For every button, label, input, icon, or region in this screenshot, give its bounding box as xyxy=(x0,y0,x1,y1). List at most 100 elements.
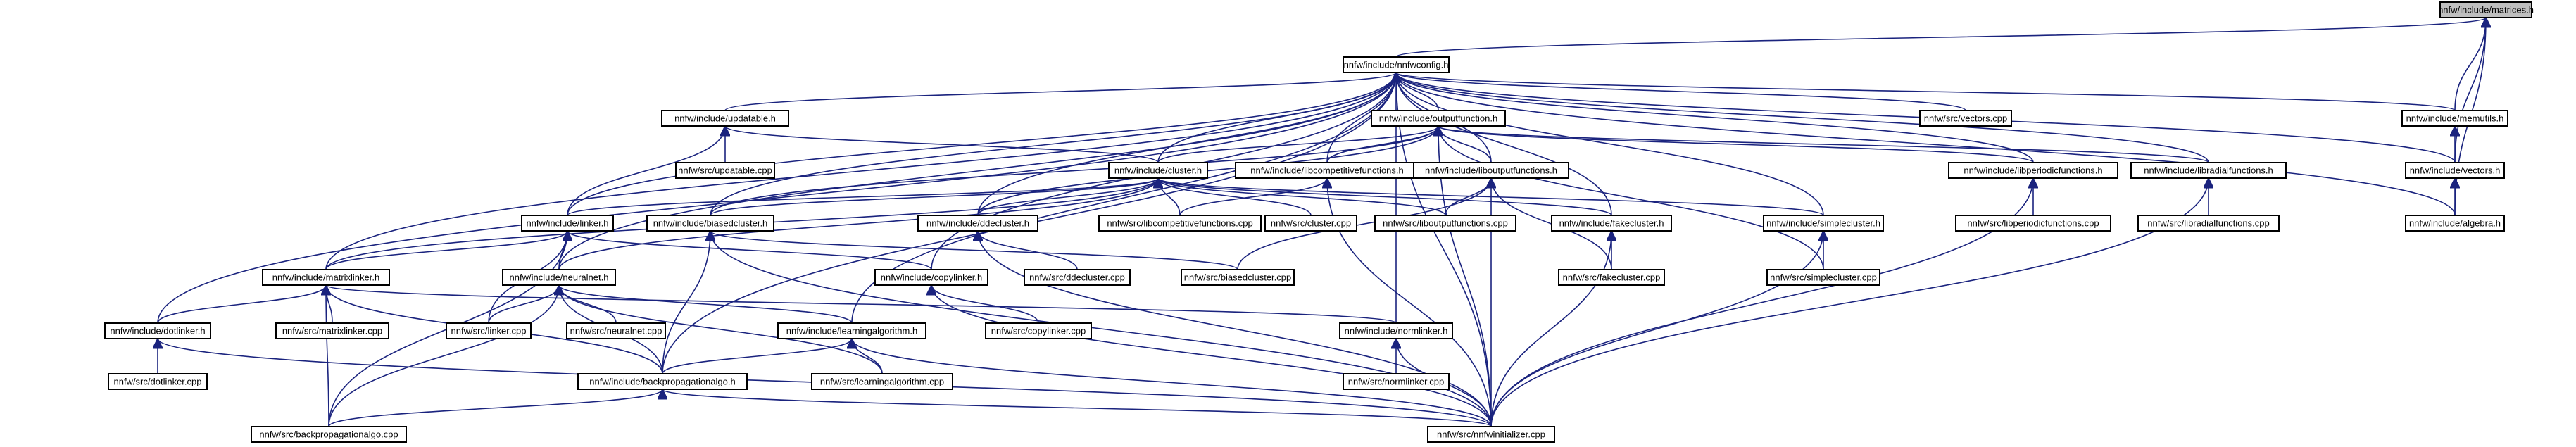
node-ddecluster-cpp[interactable]: nnfw/src/ddecluster.cpp xyxy=(1024,269,1131,286)
edge-biasedcluster-h-to-biasedcluster-cpp xyxy=(710,230,1238,270)
node-label: nnfw/src/libperiodicfunctions.cpp xyxy=(1967,218,2099,229)
edge-neuralnet-h-to-linker-cpp xyxy=(488,284,559,324)
edge-backpropagationalgo-h-to-backpropagationalgo-cpp xyxy=(328,389,662,427)
edge-cluster-h-to-liboutputfunctions-cpp xyxy=(1158,177,1446,216)
node-backpropagationalgo-cpp[interactable]: nnfw/src/backpropagationalgo.cpp xyxy=(251,426,407,443)
node-nnfwconfig-h[interactable]: nnfw/include/nnfwconfig.h xyxy=(1343,56,1450,73)
node-box xyxy=(108,373,208,390)
node-box xyxy=(2137,215,2280,232)
node-box xyxy=(1948,162,2118,179)
node-libcompetitivefunctions-h[interactable]: nnfw/include/libcompetitivefunctions.h xyxy=(1235,162,1419,179)
node-label: nnfw/include/normlinker.h xyxy=(1345,326,1448,336)
node-box xyxy=(675,162,775,179)
node-cluster-h[interactable]: nnfw/include/cluster.h xyxy=(1108,162,1208,179)
node-matrices-h[interactable]: nnfw/include/matrices.h xyxy=(2438,1,2534,18)
edge-nnfwconfig-h-to-matrixlinker-h xyxy=(325,73,1396,270)
edge-cluster-h-to-biasedcluster-h xyxy=(710,177,1158,216)
edge-outputfunction-h-to-nnfwinitializer-cpp xyxy=(1438,126,1492,427)
node-box xyxy=(251,426,407,443)
node-label: nnfw/include/updatable.h xyxy=(674,113,776,124)
node-algebra-h[interactable]: nnfw/include/algebra.h xyxy=(2405,215,2505,232)
node-box xyxy=(1766,269,1880,286)
node-biasedcluster-h[interactable]: nnfw/include/biasedcluster.h xyxy=(646,215,774,232)
node-ddecluster-h[interactable]: nnfw/include/ddecluster.h xyxy=(917,215,1038,232)
node-matrixlinker-h[interactable]: nnfw/include/matrixlinker.h xyxy=(262,269,390,286)
node-vectors-cpp[interactable]: nnfw/src/vectors.cpp xyxy=(1919,110,2012,127)
edge-nnfwconfig-h-to-biasedcluster-h xyxy=(710,73,1396,216)
node-nnfwinitializer-cpp[interactable]: nnfw/src/nnfwinitializer.cpp xyxy=(1427,426,1555,443)
node-label: nnfw/include/outputfunction.h xyxy=(1379,113,1497,124)
edge-cluster-h-to-ddecluster-h xyxy=(977,177,1158,216)
node-libperiodicfunctions-h[interactable]: nnfw/include/libperiodicfunctions.h xyxy=(1948,162,2118,179)
edge-matrixlinker-h-to-backpropagationalgo-cpp xyxy=(326,285,329,427)
node-label: nnfw/src/linker.cpp xyxy=(451,326,527,336)
node-normlinker-h[interactable]: nnfw/include/normlinker.h xyxy=(1339,322,1453,339)
edge-updatable-h-to-cluster-h xyxy=(725,125,1159,163)
edge-ddecluster-h-to-nnfwinitializer-cpp xyxy=(978,231,1492,427)
node-label: nnfw/src/backpropagationalgo.cpp xyxy=(259,429,398,440)
edge-cluster-h-to-neuralnet-h xyxy=(558,177,1158,270)
node-normlinker-cpp[interactable]: nnfw/src/normlinker.cpp xyxy=(1343,373,1450,390)
node-libradialfunctions-cpp[interactable]: nnfw/src/libradialfunctions.cpp xyxy=(2137,215,2280,232)
edge-matrices-h-to-vectors-h xyxy=(2454,18,2486,163)
node-updatable-h[interactable]: nnfw/include/updatable.h xyxy=(661,110,789,127)
node-vectors-h[interactable]: nnfw/include/vectors.h xyxy=(2405,162,2505,179)
node-label: nnfw/src/copylinker.cpp xyxy=(991,326,1086,336)
node-learningalgorithm-h[interactable]: nnfw/include/learningalgorithm.h xyxy=(777,322,926,339)
edge-nnfwconfig-h-to-memutils-h xyxy=(1396,72,2456,111)
node-liboutputfunctions-cpp[interactable]: nnfw/src/liboutputfunctions.cpp xyxy=(1374,215,1516,232)
node-linker-h[interactable]: nnfw/include/linker.h xyxy=(521,215,614,232)
node-outputfunction-h[interactable]: nnfw/include/outputfunction.h xyxy=(1371,110,1506,127)
node-libcompetitivefunctions-cpp[interactable]: nnfw/src/libcompetitivefunctions.cpp xyxy=(1098,215,1262,232)
node-fakecluster-cpp[interactable]: nnfw/src/fakecluster.cpp xyxy=(1558,269,1665,286)
node-copylinker-cpp[interactable]: nnfw/src/copylinker.cpp xyxy=(985,322,1092,339)
edge-nnfwconfig-h-to-fakecluster-h xyxy=(1396,73,1612,216)
node-box xyxy=(2405,162,2505,179)
node-box xyxy=(2405,215,2505,232)
node-simplecluster-h[interactable]: nnfw/include/simplecluster.h xyxy=(1763,215,1884,232)
node-fakecluster-h[interactable]: nnfw/include/fakecluster.h xyxy=(1551,215,1672,232)
edge-libcompetitivefunctions-h-to-libcompetitivefunctions-cpp xyxy=(1179,177,1327,216)
node-box xyxy=(446,322,532,339)
node-libperiodicfunctions-cpp[interactable]: nnfw/src/libperiodicfunctions.cpp xyxy=(1955,215,2111,232)
node-simplecluster-cpp[interactable]: nnfw/src/simplecluster.cpp xyxy=(1766,269,1880,286)
node-label: nnfw/src/biasedcluster.cpp xyxy=(1184,272,1291,283)
node-box xyxy=(1919,110,2012,127)
node-label: nnfw/include/nnfwconfig.h xyxy=(1344,60,1449,70)
node-liboutputfunctions-h[interactable]: nnfw/include/liboutputfunctions.h xyxy=(1413,162,1569,179)
node-cluster-cpp[interactable]: nnfw/src/cluster.cpp xyxy=(1264,215,1357,232)
node-matrixlinker-cpp[interactable]: nnfw/src/matrixlinker.cpp xyxy=(275,322,389,339)
node-box xyxy=(1558,269,1665,286)
edge-nnfwconfig-h-to-libradialfunctions-h xyxy=(1396,72,2209,163)
edge-outputfunction-h-to-libradialfunctions-h xyxy=(1438,125,2209,163)
node-dotlinker-h[interactable]: nnfw/include/dotlinker.h xyxy=(104,322,211,339)
node-box xyxy=(262,269,390,286)
node-neuralnet-h[interactable]: nnfw/include/neuralnet.h xyxy=(502,269,616,286)
node-biasedcluster-cpp[interactable]: nnfw/src/biasedcluster.cpp xyxy=(1181,269,1295,286)
edge-outputfunction-h-to-cluster-h xyxy=(1157,125,1438,163)
node-label: nnfw/include/simplecluster.h xyxy=(1766,218,1880,229)
node-linker-cpp[interactable]: nnfw/src/linker.cpp xyxy=(446,322,532,339)
node-box xyxy=(1264,215,1357,232)
node-box xyxy=(777,322,926,339)
node-backpropagationalgo-h[interactable]: nnfw/include/backpropagationalgo.h xyxy=(577,373,748,390)
edge-copylinker-h-to-nnfwinitializer-cpp xyxy=(931,285,1492,427)
node-label: nnfw/include/linker.h xyxy=(526,218,608,229)
node-box xyxy=(502,269,616,286)
node-neuralnet-cpp[interactable]: nnfw/src/neuralnet.cpp xyxy=(566,322,666,339)
node-updatable-cpp[interactable]: nnfw/src/updatable.cpp xyxy=(675,162,775,179)
node-learningalgorithm-cpp[interactable]: nnfw/src/learningalgorithm.cpp xyxy=(811,373,953,390)
node-label: nnfw/include/biasedcluster.h xyxy=(653,218,768,229)
node-label: nnfw/src/matrixlinker.cpp xyxy=(282,326,382,336)
edge-backpropagationalgo-h-to-nnfwinitializer-cpp xyxy=(662,389,1492,427)
node-box xyxy=(566,322,666,339)
node-box xyxy=(917,215,1038,232)
node-copylinker-h[interactable]: nnfw/include/copylinker.h xyxy=(874,269,988,286)
edge-nnfwconfig-h-to-libperiodicfunctions-h xyxy=(1396,72,2034,163)
node-box xyxy=(1413,162,1569,179)
node-dotlinker-cpp[interactable]: nnfw/src/dotlinker.cpp xyxy=(108,373,208,390)
node-memutils-h[interactable]: nnfw/include/memutils.h xyxy=(2401,110,2508,127)
node-label: nnfw/include/fakecluster.h xyxy=(1559,218,1664,229)
edge-learningalgorithm-h-to-backpropagationalgo-h xyxy=(662,338,852,374)
node-libradialfunctions-h[interactable]: nnfw/include/libradialfunctions.h xyxy=(2130,162,2287,179)
